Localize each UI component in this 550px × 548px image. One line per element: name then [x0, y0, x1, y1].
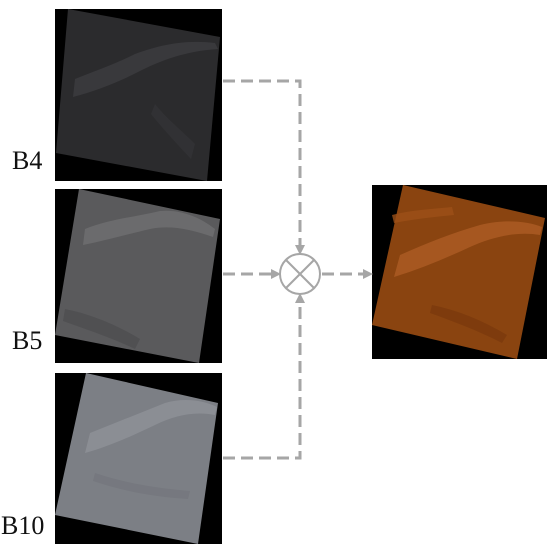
- band-b10-image: [55, 373, 222, 544]
- b4-texture-2: [151, 104, 195, 159]
- b10-texture-2: [93, 473, 190, 499]
- b10-coastline-texture: [85, 400, 217, 453]
- b4-connector-arrow: [223, 79, 305, 255]
- b5-scene-tile: [55, 189, 220, 363]
- band-b4-image: [55, 9, 222, 181]
- output-texture-2: [392, 207, 454, 223]
- band-label-b10: B10: [1, 511, 45, 540]
- circled-times-icon: [279, 253, 321, 295]
- band-label-b5: B5: [12, 326, 43, 355]
- band-label-b4: B4: [12, 146, 43, 175]
- b4-coastline-texture: [73, 41, 218, 97]
- output-coastline-texture: [394, 221, 542, 277]
- band-b5-image: [55, 189, 222, 363]
- composite-output-image: [372, 185, 547, 359]
- b10-connector-arrow: [223, 293, 305, 460]
- b4-scene-tile: [56, 9, 220, 181]
- b5-coastline-texture: [83, 210, 215, 245]
- b5-texture-2: [63, 309, 140, 349]
- b10-scene-tile: [55, 373, 218, 544]
- output-texture-3: [430, 305, 507, 343]
